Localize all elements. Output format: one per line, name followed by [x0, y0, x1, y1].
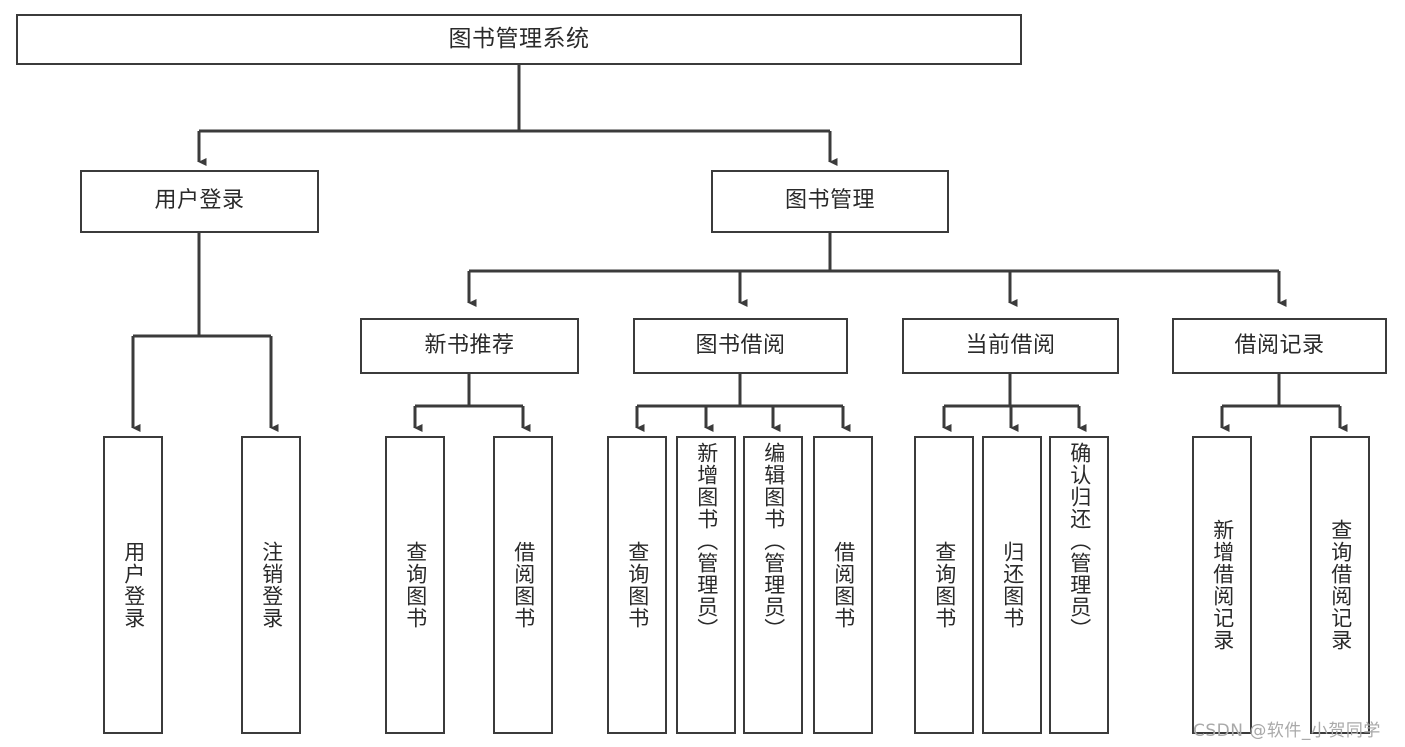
node-book-manage[interactable]: 图书管理 [711, 170, 949, 233]
leaf-query-book-2-label: 查询图书 [625, 541, 650, 629]
csdn-watermark: CSDN @软件_小贺同学 [1193, 721, 1381, 741]
node-current-borrow[interactable]: 当前借阅 [902, 318, 1119, 374]
leaf-query-book-3-label: 查询图书 [932, 541, 957, 629]
leaf-confirm-return[interactable]: 确认归还（管理员） [1049, 436, 1109, 734]
leaf-logout-login[interactable]: 注销登录 [241, 436, 301, 734]
leaf-query-record-label: 查询借阅记录 [1328, 519, 1353, 651]
node-root[interactable]: 图书管理系统 [16, 14, 1022, 65]
leaf-query-book-3[interactable]: 查询图书 [914, 436, 974, 734]
node-new-book-recommend-label: 新书推荐 [424, 332, 515, 358]
node-book-borrow[interactable]: 图书借阅 [633, 318, 848, 374]
leaf-query-book-2[interactable]: 查询图书 [607, 436, 667, 734]
node-borrow-record[interactable]: 借阅记录 [1172, 318, 1387, 374]
leaf-edit-book[interactable]: 编辑图书（管理员） [743, 436, 803, 734]
node-user-login[interactable]: 用户登录 [80, 170, 319, 233]
leaf-add-book[interactable]: 新增图书（管理员） [676, 436, 736, 734]
leaf-add-record[interactable]: 新增借阅记录 [1192, 436, 1252, 734]
node-user-login-label: 用户登录 [154, 188, 245, 214]
node-root-label: 图书管理系统 [448, 25, 590, 52]
leaf-user-login-label: 用户登录 [121, 541, 146, 629]
leaf-borrow-book-1-label: 借阅图书 [511, 541, 536, 629]
leaf-edit-book-label: 编辑图书（管理员） [761, 442, 786, 640]
leaf-logout-login-label: 注销登录 [259, 541, 284, 629]
leaf-borrow-book-2[interactable]: 借阅图书 [813, 436, 873, 734]
node-new-book-recommend[interactable]: 新书推荐 [360, 318, 579, 374]
leaf-query-book-1-label: 查询图书 [403, 541, 428, 629]
leaf-add-book-label: 新增图书（管理员） [694, 442, 719, 640]
leaf-add-record-label: 新增借阅记录 [1210, 519, 1235, 651]
leaf-return-book-label: 归还图书 [1000, 541, 1025, 629]
node-book-manage-label: 图书管理 [784, 188, 875, 214]
leaf-borrow-book-1[interactable]: 借阅图书 [493, 436, 553, 734]
leaf-borrow-book-2-label: 借阅图书 [831, 541, 856, 629]
node-borrow-record-label: 借阅记录 [1234, 332, 1325, 358]
leaf-return-book[interactable]: 归还图书 [982, 436, 1042, 734]
node-current-borrow-label: 当前借阅 [965, 332, 1056, 358]
leaf-query-book-1[interactable]: 查询图书 [385, 436, 445, 734]
node-book-borrow-label: 图书借阅 [695, 332, 786, 358]
leaf-query-record[interactable]: 查询借阅记录 [1310, 436, 1370, 734]
leaf-user-login[interactable]: 用户登录 [103, 436, 163, 734]
leaf-confirm-return-label: 确认归还（管理员） [1067, 442, 1092, 640]
